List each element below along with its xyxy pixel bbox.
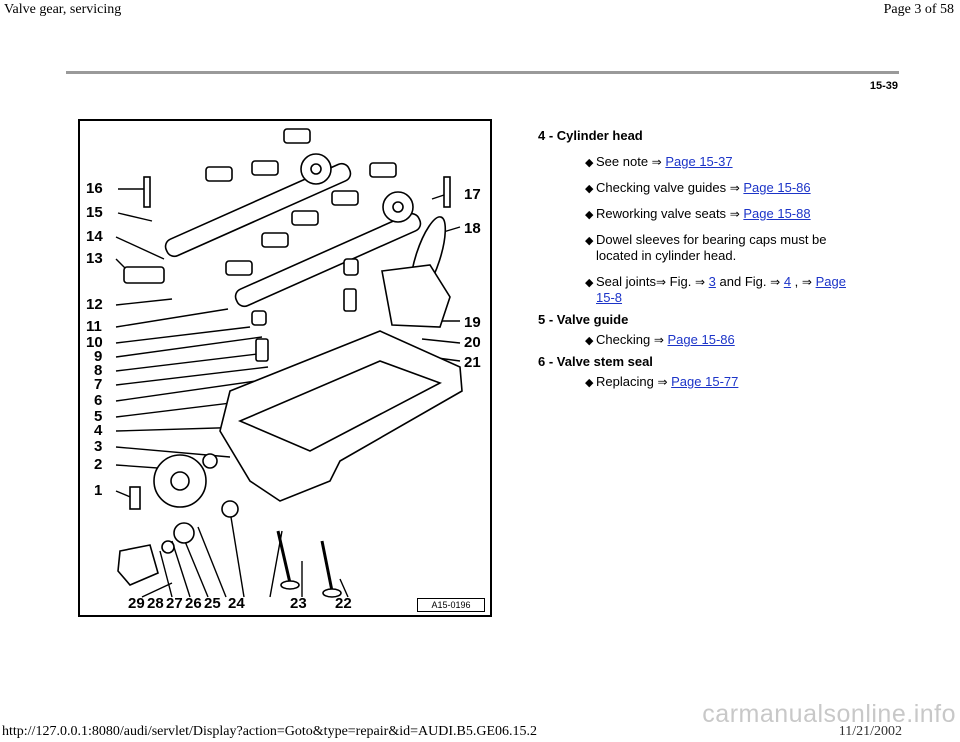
arrow-icon: ⇒: [651, 155, 662, 169]
diamond-bullet-icon: ◆: [585, 209, 594, 221]
list-item: ◆ Reworking valve seats ⇒ Page 15-88: [538, 206, 868, 222]
section-page-number: 15-39: [869, 80, 898, 92]
page-link[interactable]: Page 15-77: [671, 374, 739, 389]
list-item: ◆ Dowel sleeves for bearing caps must be…: [538, 232, 868, 264]
page-link[interactable]: Page 15-37: [665, 154, 733, 169]
arrow-icon: ⇒: [653, 333, 664, 347]
list-item: ◆ Checking valve guides ⇒ Page 15-86: [538, 180, 868, 196]
item-valve-guide: 5 - Valve guide: [538, 312, 629, 327]
document-title: Valve gear, servicing: [4, 2, 122, 17]
callout-26: 26: [185, 595, 202, 612]
callout-29: 29: [128, 595, 145, 612]
callout-6: 6: [94, 392, 103, 409]
callout-11: 11: [86, 318, 102, 335]
parts-list: 4 - Cylinder head ◆ See note ⇒ Page 15-3…: [538, 124, 868, 390]
bullet-text: and Fig.: [719, 274, 767, 289]
callout-22: 22: [335, 595, 352, 612]
callout-15: 15: [86, 204, 103, 221]
item-valve-stem-seal: 6 - Valve stem seal: [538, 354, 653, 369]
diamond-bullet-icon: ◆: [585, 335, 594, 347]
watermark: carmanualsonline.info: [702, 700, 956, 728]
callout-19: 19: [464, 314, 481, 331]
callout-16: 16: [86, 180, 103, 197]
callout-10: 10: [86, 334, 103, 351]
callout-17: 17: [464, 186, 481, 203]
page-indicator: Page 3 of 58: [883, 2, 954, 17]
arrow-icon: ⇒: [655, 275, 667, 289]
list-item: ◆ Checking ⇒ Page 15-86: [538, 332, 868, 348]
diamond-bullet-icon: ◆: [585, 157, 594, 169]
callout-14: 14: [86, 228, 103, 245]
bullet-text: Fig.: [669, 274, 692, 289]
figure-link[interactable]: 3: [708, 274, 716, 289]
callout-1: 1: [94, 482, 103, 499]
list-item: ◆ Seal joints⇒ Fig. ⇒ 3 and Fig. ⇒ 4 , ⇒…: [538, 274, 868, 306]
bullet-text: See note: [596, 154, 649, 169]
arrow-icon: ⇒: [694, 275, 706, 289]
footer-url: http://127.0.0.1:8080/audi/servlet/Displ…: [2, 724, 537, 739]
callout-25: 25: [204, 595, 221, 612]
page-link[interactable]: Page 15-8: [596, 274, 846, 305]
callout-13: 13: [86, 250, 103, 267]
page-link[interactable]: Page 15-86: [743, 180, 811, 195]
figure-link[interactable]: 4: [783, 274, 792, 289]
arrow-icon: ⇒: [729, 181, 740, 195]
callout-2: 2: [94, 456, 103, 473]
figure-code: A15-0196: [417, 598, 485, 612]
arrow-icon: ⇒: [770, 275, 781, 289]
bullet-text: Reworking valve seats: [596, 206, 727, 221]
arrow-icon: ⇒: [657, 375, 668, 389]
callout-27: 27: [166, 595, 183, 612]
callout-18: 18: [464, 220, 481, 237]
callout-20: 20: [464, 334, 481, 351]
diamond-bullet-icon: ◆: [585, 277, 594, 289]
callout-21: 21: [464, 354, 481, 371]
list-item: ◆ See note ⇒ Page 15-37: [538, 154, 868, 170]
callout-12: 12: [86, 296, 103, 313]
callout-28: 28: [147, 595, 164, 612]
arrow-icon: ⇒: [729, 207, 740, 221]
diamond-bullet-icon: ◆: [585, 183, 594, 195]
bullet-text: Seal joints: [596, 274, 656, 289]
callout-9: 9: [94, 348, 103, 365]
header-rule: [66, 71, 899, 74]
separator: ,: [794, 274, 799, 289]
bullet-text: Replacing: [596, 374, 654, 389]
bullet-text: Dowel sleeves for bearing caps must be l…: [596, 232, 827, 263]
bullet-text: Checking valve guides: [596, 180, 727, 195]
diamond-bullet-icon: ◆: [585, 235, 594, 247]
callout-4: 4: [94, 422, 103, 439]
callout-24: 24: [228, 595, 245, 612]
page-link[interactable]: Page 15-86: [667, 332, 735, 347]
page-link[interactable]: Page 15-88: [743, 206, 811, 221]
callout-23: 23: [290, 595, 307, 612]
callout-8: 8: [94, 362, 103, 379]
callout-7: 7: [94, 376, 103, 393]
footer-date: 11/21/2002: [838, 724, 902, 739]
callout-3: 3: [94, 438, 103, 455]
item-cylinder-head: 4 - Cylinder head: [538, 128, 643, 143]
diagram-drawing: [115, 128, 463, 598]
arrow-icon: ⇒: [801, 275, 812, 289]
list-item: ◆ Replacing ⇒ Page 15-77: [538, 374, 868, 390]
diamond-bullet-icon: ◆: [585, 377, 594, 389]
callout-5: 5: [94, 408, 103, 425]
cylinder-head-exploded-diagram: 16 15 14 13 12 11 10 9 8 7 6 5 4 3 2 1 1…: [78, 119, 492, 617]
bullet-text: Checking: [596, 332, 651, 347]
